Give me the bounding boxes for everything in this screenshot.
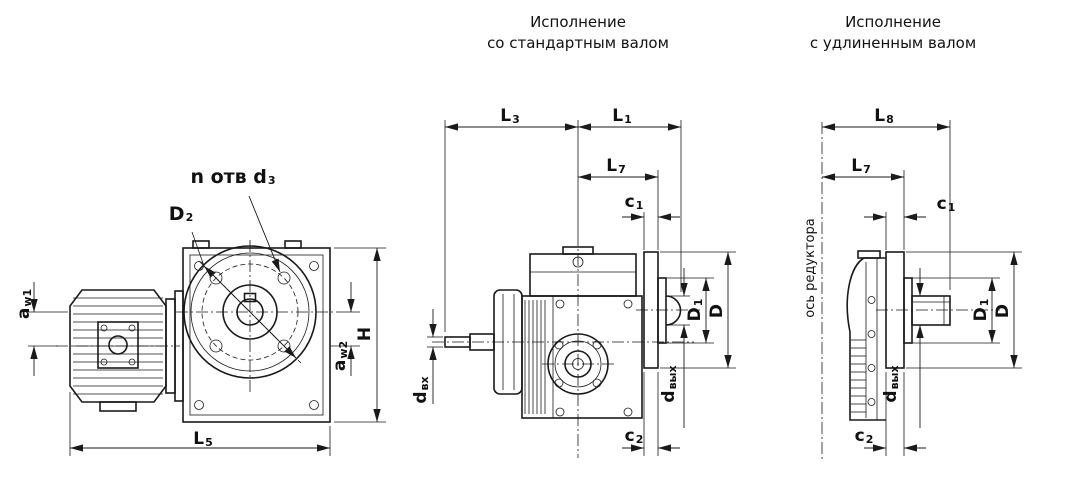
gearbox-body-front xyxy=(182,247,331,423)
gearbox-body-profile xyxy=(846,257,886,421)
dim-label-d-extended: D xyxy=(992,303,1013,319)
front-view xyxy=(28,195,386,456)
gearbox-profile xyxy=(846,250,886,421)
view-title-extended-line2: с удлиненным валом xyxy=(809,33,977,52)
motor-foot xyxy=(99,401,137,412)
output-shaft-stub xyxy=(665,295,682,326)
output-flange-side xyxy=(643,251,682,369)
gearbox-body xyxy=(521,295,643,419)
view-title-standard-line2: со стандартным валом xyxy=(487,33,669,52)
extended-shaft-view xyxy=(821,120,1022,462)
standard-view-dimensions xyxy=(427,120,736,456)
front-view-dimensions xyxy=(28,195,386,456)
extended-output-shaft xyxy=(911,295,951,326)
motor-housing xyxy=(69,289,167,403)
standard-shaft-view xyxy=(427,120,736,458)
top-cap xyxy=(857,250,881,259)
view-title-standard-line1: Исполнение xyxy=(530,12,626,31)
flange-hole xyxy=(277,271,291,285)
motor xyxy=(56,289,184,412)
gearbox-body-side xyxy=(521,246,643,419)
motor-fan-cover xyxy=(97,321,139,369)
flange-pilot xyxy=(657,277,667,344)
flange-pilot xyxy=(903,277,913,344)
dim-label-d-standard: D xyxy=(706,303,727,319)
gearbox-front-face xyxy=(176,240,342,423)
view-title-extended-line1: Исполнение xyxy=(845,12,941,31)
extended-view-dimensions xyxy=(822,120,1022,456)
top-lug xyxy=(192,240,210,249)
top-lug xyxy=(284,240,302,249)
top-cap xyxy=(562,246,594,255)
axis-note-label: ось редуктора xyxy=(802,218,818,318)
dim-label-h: H xyxy=(354,326,375,342)
